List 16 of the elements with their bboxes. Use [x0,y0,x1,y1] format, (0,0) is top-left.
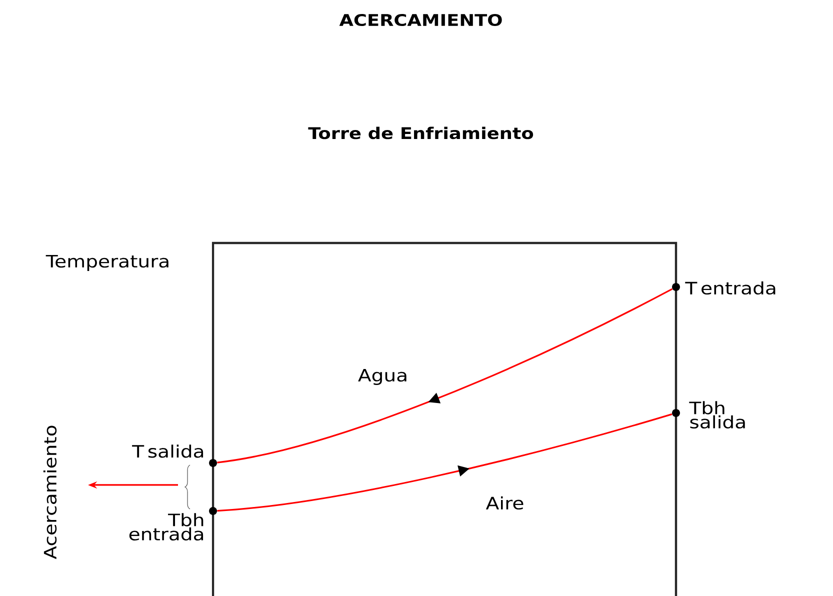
axis-label: Temperatura [46,255,168,271]
dot [209,506,217,515]
dot [209,458,217,467]
edge-label: Aire [484,495,526,511]
curve-arrow [217,288,673,464]
axis-label: Acercamiento [43,426,57,560]
dot [672,408,680,417]
subtitle: Torre de Enfriamiento [308,126,534,140]
edge-label: Agua [356,368,410,386]
curve-arrow [217,413,672,512]
point-label: Tbh salida [689,401,745,428]
point-label: Tbh entrada [129,513,204,540]
title: ACERCAMIENTO [339,14,502,26]
dot [672,282,680,291]
point-label: T salida [132,444,204,458]
point-label: T entrada [685,281,776,295]
